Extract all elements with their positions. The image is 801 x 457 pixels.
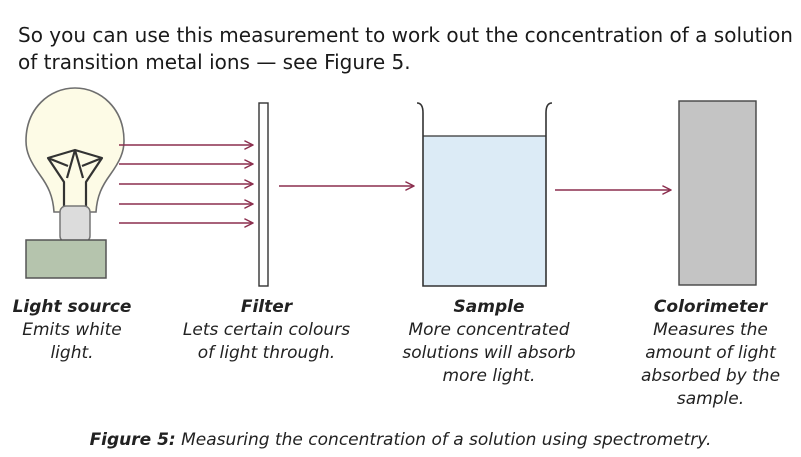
colorimeter-box: [678, 100, 757, 286]
filter-desc-1: Lets certain colours: [182, 320, 351, 340]
sample-desc-3: more light.: [442, 366, 536, 386]
filter-plate: [258, 102, 269, 287]
filter-desc-2: of light through.: [197, 343, 336, 363]
sample-label: Sample More concentrated solutions will …: [384, 296, 594, 388]
light-source-label: Light source Emits white light.: [2, 296, 142, 365]
intro-line-2: of transition metal ions — see Figure 5.: [18, 50, 411, 74]
sample-solution: [423, 136, 546, 286]
colorimeter-title: Colorimeter: [653, 297, 768, 317]
colorimeter-desc-2: amount of light: [645, 343, 776, 363]
light-bulb-icon: [25, 87, 125, 279]
white-light-rays: [119, 140, 254, 228]
filter-title: Filter: [240, 297, 293, 317]
intro-line-1: So you can use this measurement to work …: [18, 23, 793, 47]
colorimeter-desc-3: absorbed by the: [640, 366, 781, 386]
figure-caption-text: Measuring the concentration of a solutio…: [175, 430, 712, 450]
light-source-title: Light source: [12, 297, 132, 317]
sample-title: Sample: [453, 297, 525, 317]
light-source-desc-1: Emits white: [22, 320, 122, 340]
colorimeter-label: Colorimeter Measures the amount of light…: [628, 296, 793, 411]
figure-caption: Figure 5: Measuring the concentration of…: [0, 430, 801, 450]
beaker-wall: [416, 102, 553, 287]
filter-label: Filter Lets certain colours of light thr…: [164, 296, 369, 365]
intro-paragraph: So you can use this measurement to work …: [18, 22, 793, 76]
sample-desc-2: solutions will absorb: [402, 343, 576, 363]
sample-beaker: [416, 102, 553, 287]
figure-caption-label: Figure 5:: [89, 430, 176, 450]
bulb-filament: [46, 148, 104, 212]
sample-desc-1: More concentrated: [408, 320, 570, 340]
colorimeter-desc-1: Measures the: [653, 320, 768, 340]
light-source-desc-2: light.: [50, 343, 94, 363]
bulb-stand: [25, 239, 107, 279]
bulb-neck: [59, 205, 91, 243]
colorimeter-desc-4: sample.: [676, 389, 745, 409]
